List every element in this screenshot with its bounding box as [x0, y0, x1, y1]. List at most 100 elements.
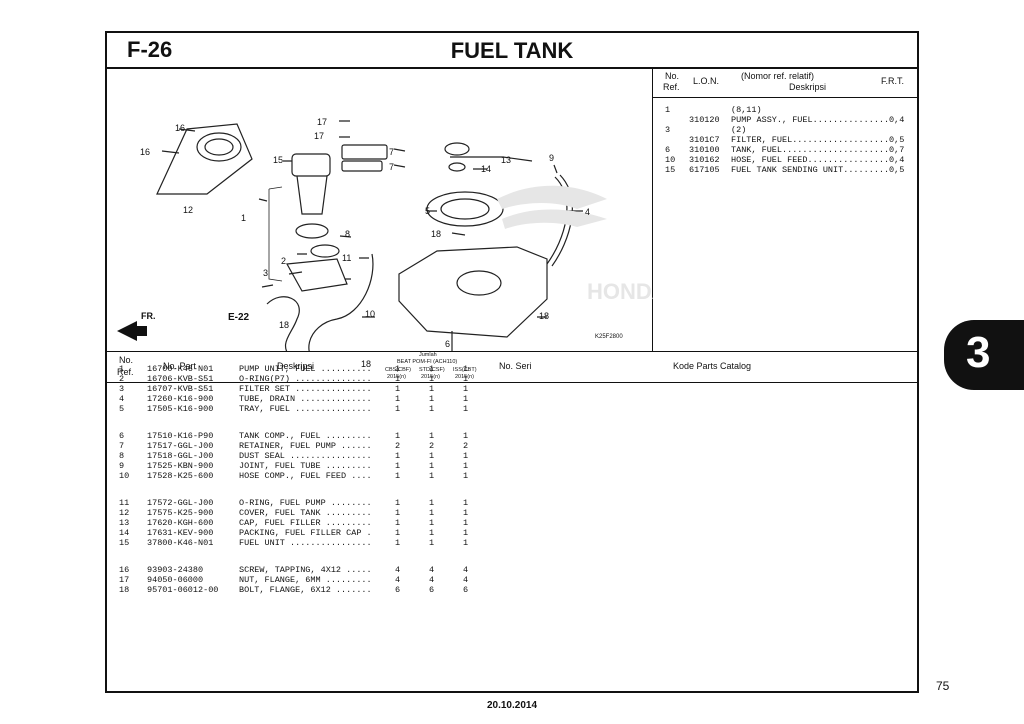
callout-17b: 17 — [314, 131, 325, 141]
part-cell-no: 12 — [119, 508, 130, 518]
part-cell-q3: 1 — [463, 404, 469, 414]
ref-cell-lon: 3101C7 — [689, 135, 720, 145]
ref-cell-ref: 6 — [665, 145, 671, 155]
part-cell-q3: 1 — [463, 461, 469, 471]
exploded-diagram: HONDA 16 16 12 1 17 17 7 7 15 8 2 3 11 1… — [107, 69, 653, 369]
part-cell-q1: 1 — [395, 471, 401, 481]
part-cell-q2: 1 — [429, 431, 435, 441]
part-cell-q1: 1 — [395, 394, 401, 404]
ref-cell-frt: 0,5 — [889, 165, 905, 175]
part-cell-desc: PACKING, FUEL FILLER CAP . — [239, 528, 372, 538]
part-cell-no: 18 — [119, 585, 130, 595]
fuel-tray — [426, 191, 504, 227]
page-title: FUEL TANK — [450, 38, 574, 63]
callout-15: 15 — [273, 155, 284, 165]
part-cell-q1: 1 — [395, 498, 401, 508]
part-cell-desc: BOLT, FLANGE, 6X12 ....... — [239, 585, 372, 595]
part-cell-no: 7 — [119, 441, 125, 451]
callout-3: 3 — [263, 268, 269, 278]
callout-5: 5 — [425, 206, 431, 216]
ref-cell-frt: 0,4 — [889, 155, 905, 165]
ref-cell-desc: PUMP ASSY., FUEL............... — [731, 115, 890, 125]
part-cell-desc: CAP, FUEL FILLER ......... — [239, 518, 372, 528]
callout-4: 4 — [585, 207, 591, 217]
part-cell-q2: 1 — [429, 471, 435, 481]
part-cell-part: 37800-K46-N01 — [147, 538, 214, 548]
ref-cell-desc: TANK, FUEL..................... — [731, 145, 890, 155]
part-cell-desc: TANK COMP., FUEL ......... — [239, 431, 372, 441]
part-cell-q1: 4 — [395, 575, 401, 585]
part-cell-q3: 1 — [463, 451, 469, 461]
part-cell-q2: 1 — [429, 518, 435, 528]
part-cell-part: 17631-KEV-900 — [147, 528, 214, 538]
part-cell-q2: 2 — [429, 441, 435, 451]
ref-cell-ref: 1 — [665, 105, 671, 115]
part-cell-q1: 1 — [395, 518, 401, 528]
part-cell-no: 6 — [119, 431, 125, 441]
ref-table-header: No. Ref. L.O.N. (Nomor ref. relatif) Des… — [653, 69, 917, 98]
part-cell-part: 17525-KBN-900 — [147, 461, 214, 471]
callout-18b: 18 — [361, 359, 372, 369]
part-cell-desc: PUMP UNIT, FUEL .......... — [239, 364, 372, 374]
part-cell-desc: SCREW, TAPPING, 4X12 ..... — [239, 565, 372, 575]
part-cell-part: 17528-K25-600 — [147, 471, 214, 481]
part-cell-no: 15 — [119, 538, 130, 548]
part-cell-part: 17572-GGL-J00 — [147, 498, 214, 508]
part-cell-no: 5 — [119, 404, 125, 414]
ref-cell-desc: (2) — [731, 125, 747, 135]
catalog-frame: F-26 FUEL TANK — [105, 31, 919, 693]
parts-table-header: No. Ref. No. Part Deskripsi Jumlah BEAT … — [107, 351, 917, 383]
parts-table-row: 15 37800-K46-N01 FUEL UNIT ...............… — [107, 538, 667, 548]
part-cell-desc: FUEL UNIT ................ — [239, 538, 372, 548]
part-cell-q2: 1 — [429, 538, 435, 548]
ref-cell-ref: 3 — [665, 125, 671, 135]
part-cell-q2: 4 — [429, 575, 435, 585]
part-cell-no: 10 — [119, 471, 130, 481]
part-cell-desc: COVER, FUEL TANK ......... — [239, 508, 372, 518]
parts-table-row: 1 16700-K46-N01 PUMP UNIT, FUEL ..........… — [107, 364, 667, 374]
part-cell-q3: 2 — [463, 441, 469, 451]
part-cell-q2: 1 — [429, 461, 435, 471]
page-header: F-26 FUEL TANK — [107, 33, 917, 69]
callout-16a: 16 — [175, 123, 186, 133]
part-cell-q3: 1 — [463, 384, 469, 394]
callout-13: 13 — [501, 155, 512, 165]
fuel-feed-hose — [308, 253, 374, 351]
fuel-tank — [398, 246, 548, 338]
part-cell-q1: 4 — [395, 565, 401, 575]
part-cell-part: 16700-K46-N01 — [147, 364, 214, 374]
part-cell-q2: 4 — [429, 565, 435, 575]
part-cell-q3: 1 — [463, 471, 469, 481]
part-cell-q1: 1 — [395, 384, 401, 394]
fuel-tank-cover — [156, 123, 253, 195]
section-code: F-26 — [127, 37, 173, 62]
part-cell-no: 1 — [119, 364, 125, 374]
part-cell-part: 17575-K25-900 — [147, 508, 214, 518]
part-cell-part: 17518-GGL-J00 — [147, 451, 214, 461]
part-cell-part: 17620-KGH-600 — [147, 518, 214, 528]
part-cell-q1: 1 — [395, 374, 401, 384]
callout-6: 6 — [445, 339, 451, 349]
part-cell-no: 17 — [119, 575, 130, 585]
callout-17a: 17 — [317, 117, 328, 127]
part-cell-q1: 1 — [395, 364, 401, 374]
part-cell-q2: 1 — [429, 374, 435, 384]
labor-reference-table: No. Ref. L.O.N. (Nomor ref. relatif) Des… — [653, 69, 917, 351]
part-cell-q1: 1 — [395, 538, 401, 548]
